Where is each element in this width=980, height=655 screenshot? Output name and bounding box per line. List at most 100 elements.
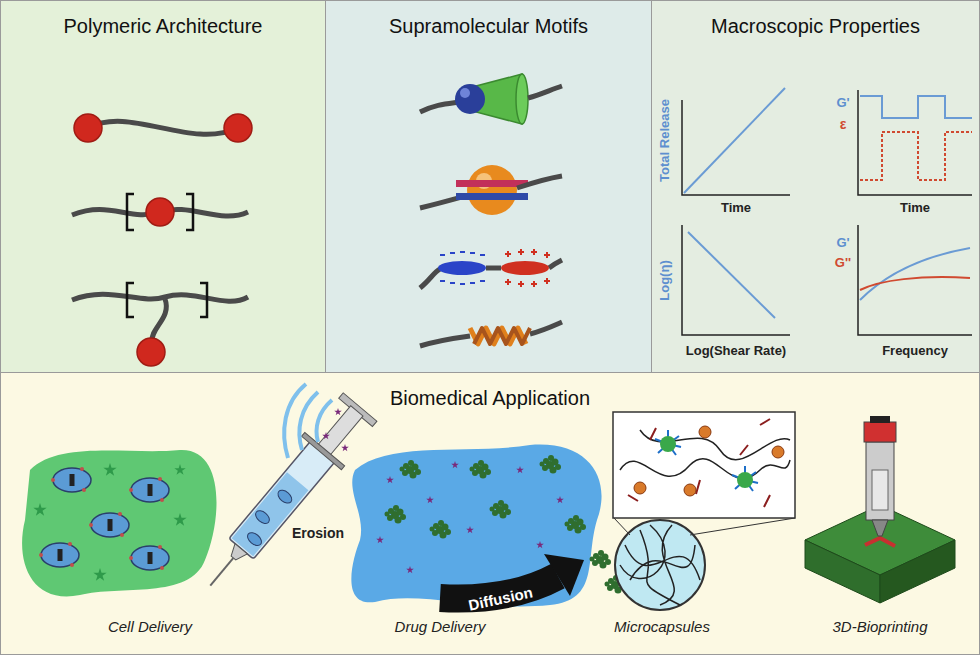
cell-delivery xyxy=(129,545,169,570)
axis-label: Total Release xyxy=(656,99,671,182)
panel: Supramolecular Motifs xyxy=(325,0,652,373)
microcapsules xyxy=(699,426,711,438)
microcapsules xyxy=(655,430,758,491)
microcapsules xyxy=(614,518,795,535)
bioprinter xyxy=(872,470,888,510)
process-label: Erosion xyxy=(292,525,344,541)
axis-label: G' xyxy=(836,95,849,110)
caption: Microcapsules xyxy=(614,618,710,635)
drug-delivery xyxy=(351,445,601,607)
drug-delivery xyxy=(451,461,459,468)
polymer-architectures xyxy=(88,121,238,134)
drug-delivery xyxy=(540,455,562,474)
drug-delivery xyxy=(322,432,330,439)
panel-title: Supramolecular Motifs xyxy=(326,15,651,38)
cell-delivery xyxy=(93,568,106,581)
drug-delivery xyxy=(536,541,544,548)
drug-delivery xyxy=(430,520,452,539)
polymer-architectures xyxy=(74,114,102,142)
property-charts xyxy=(684,88,785,193)
drug-delivery xyxy=(516,466,524,473)
drug-delivery xyxy=(385,455,627,594)
cell-delivery xyxy=(22,450,216,596)
cell-delivery xyxy=(229,440,336,559)
microcapsules xyxy=(655,430,681,455)
axis-label: Time xyxy=(900,200,930,215)
cell-delivery xyxy=(39,542,79,567)
caption: Cell Delivery xyxy=(108,618,192,635)
supramolecular-motifs xyxy=(460,88,470,98)
bioprinter xyxy=(864,422,896,442)
supramolecular-motifs xyxy=(455,84,485,114)
cell-delivery xyxy=(129,477,169,502)
drug-delivery xyxy=(590,550,612,569)
axis-label: Frequency xyxy=(882,343,948,358)
cell-delivery xyxy=(173,513,186,526)
supramolecular-motifs xyxy=(517,176,562,188)
axis-label: ε xyxy=(840,116,847,132)
bioprinter xyxy=(805,540,880,603)
bioprinter xyxy=(872,520,888,536)
supramolecular-motifs xyxy=(440,252,488,284)
supramolecular-motifs xyxy=(456,193,528,200)
cell-delivery xyxy=(22,390,380,602)
microcapsules xyxy=(772,446,784,458)
panel-grounds xyxy=(0,372,980,655)
panel-title: Biomedical Application xyxy=(1,387,979,410)
axis-label: Time xyxy=(721,200,751,215)
axis-label: G' xyxy=(836,235,849,250)
drug-delivery xyxy=(556,496,564,503)
panel-grounds xyxy=(651,0,980,373)
panel: Biomedical Application xyxy=(0,372,980,655)
property-charts xyxy=(860,248,970,300)
panel-title: Polymeric Architecture xyxy=(1,15,325,38)
cell-delivery xyxy=(253,508,272,526)
drug-delivery xyxy=(470,460,492,479)
microcapsules xyxy=(737,472,753,488)
drug-delivery xyxy=(376,536,384,543)
supramolecular-motifs xyxy=(420,74,562,346)
microcapsules xyxy=(628,419,770,507)
polymer-architectures xyxy=(127,283,207,317)
panel: Macroscopic Properties xyxy=(651,0,980,373)
drug-delivery xyxy=(490,500,512,519)
drug-delivery xyxy=(400,460,422,479)
cell-delivery xyxy=(103,463,116,476)
bioprinter xyxy=(865,538,895,546)
property-charts xyxy=(860,132,972,180)
supramolecular-motifs xyxy=(501,261,549,275)
supramolecular-motifs xyxy=(505,249,550,287)
cell-delivery xyxy=(210,558,233,586)
polymer-architectures xyxy=(146,198,174,226)
cell-delivery xyxy=(276,488,295,506)
supramolecular-motifs xyxy=(438,261,486,275)
microcapsules xyxy=(660,436,676,452)
caption: 3D-Bioprinting xyxy=(832,618,927,635)
property-charts xyxy=(860,96,972,118)
cell-delivery xyxy=(245,530,264,548)
supramolecular-motifs xyxy=(516,74,528,124)
panel-grounds xyxy=(325,0,652,373)
cell-delivery xyxy=(232,472,309,556)
property-charts xyxy=(682,90,972,335)
cell-delivery xyxy=(51,467,91,492)
supramolecular-motifs xyxy=(528,86,562,98)
property-charts xyxy=(860,277,970,290)
cell-delivery xyxy=(302,432,345,469)
supramolecular-motifs xyxy=(486,266,501,271)
bioprinter xyxy=(880,540,955,603)
drug-delivery xyxy=(334,408,342,415)
polymer-architectures xyxy=(152,299,167,342)
drug-delivery xyxy=(385,505,407,524)
supramolecular-motifs xyxy=(467,165,517,215)
microcapsules xyxy=(613,412,795,610)
supramolecular-motifs xyxy=(420,260,562,288)
caption: Drug Delivery xyxy=(395,618,486,635)
axis-label: Log(η) xyxy=(656,260,671,300)
property-charts xyxy=(682,88,972,335)
supramolecular-motifs xyxy=(420,322,562,346)
drug-delivery xyxy=(466,526,474,533)
microcapsules xyxy=(684,484,696,496)
